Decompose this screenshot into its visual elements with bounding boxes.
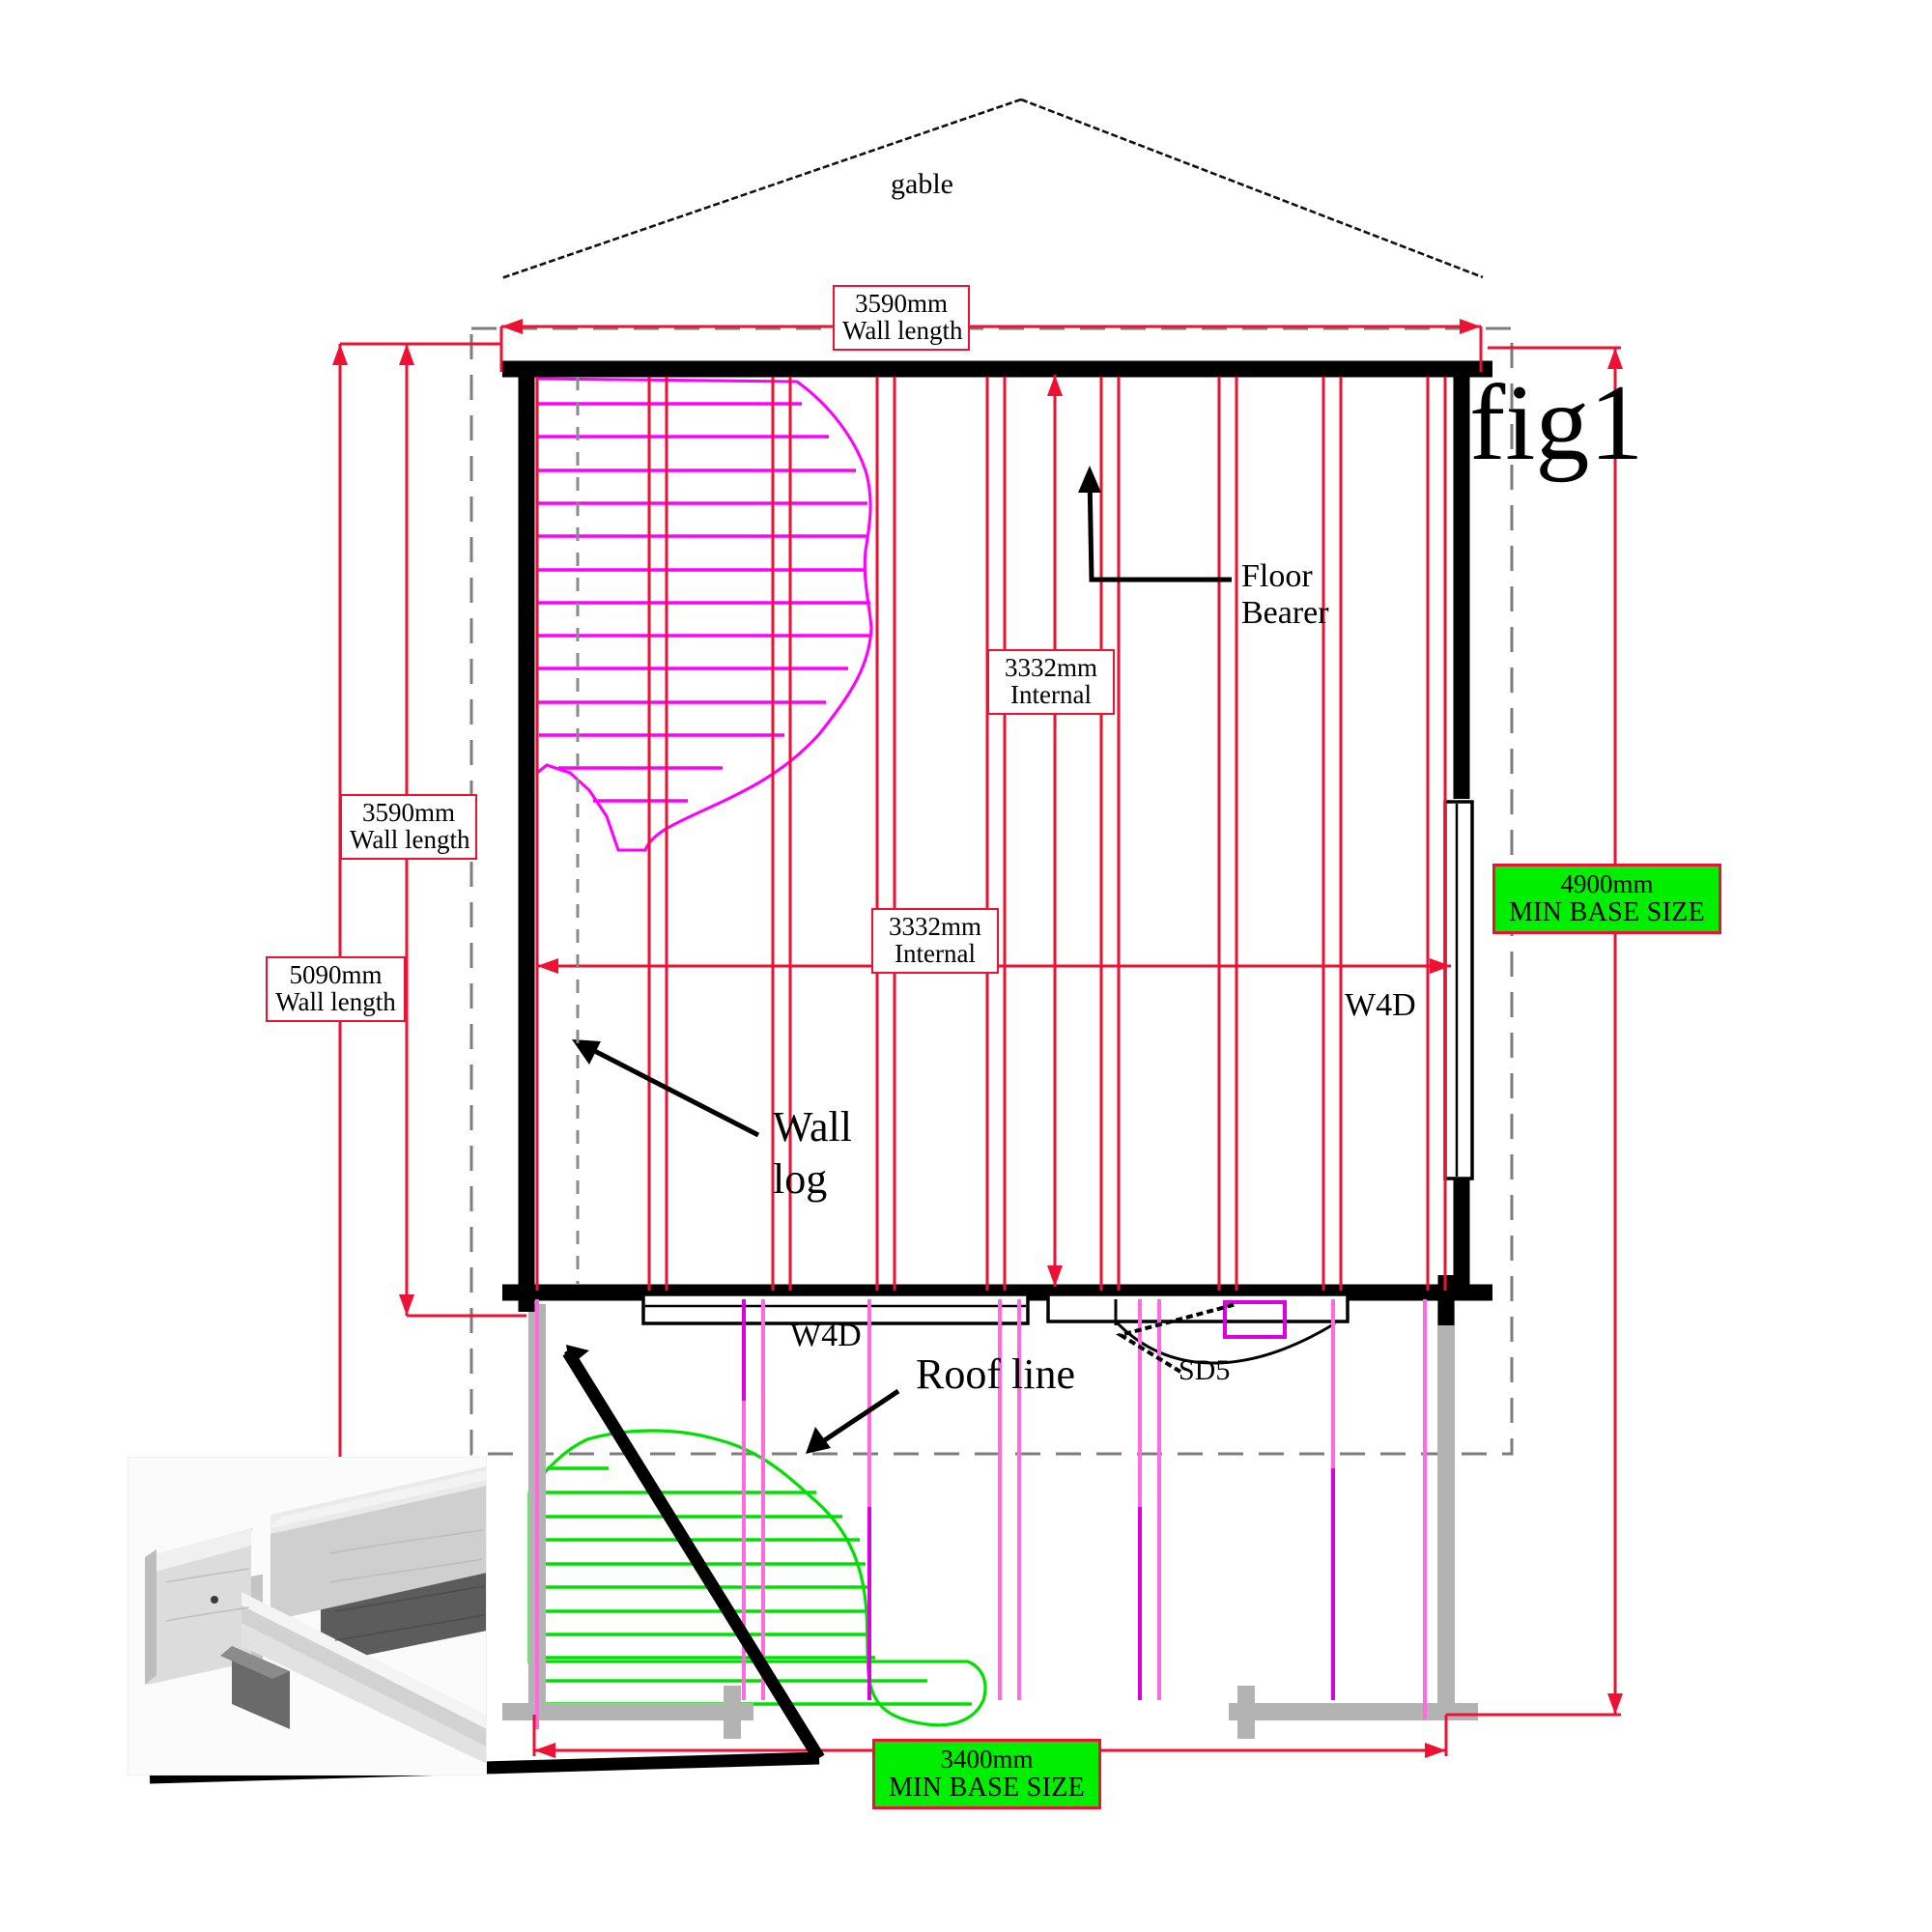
dimension-value: 3590mm: [854, 289, 948, 318]
leader-arrows: [572, 466, 1237, 1454]
window-w4d-right: [1443, 800, 1474, 1180]
corner-lap-joints: [502, 360, 1492, 1325]
figure-label: fig1: [1469, 363, 1644, 483]
gable-roof-lines: [500, 98, 1484, 280]
roof-section-arrow: [564, 1345, 589, 1375]
annotation-line-2: Bearer: [1241, 595, 1329, 632]
floor-bearer-lines: [535, 377, 1447, 1291]
dimension-internal-horizontal: 3332mm Internal: [871, 908, 999, 974]
green-hatch-region: [527, 1429, 987, 1727]
base-size-value: 4900mm: [1560, 869, 1654, 898]
dimension-internal-vertical: 3332mm Internal: [987, 649, 1115, 715]
annotation-line-1: Wall: [773, 1103, 852, 1151]
base-size-width: 3400mm MIN BASE SIZE: [872, 1739, 1101, 1810]
dimension-value: 5090mm: [289, 960, 383, 989]
dimension-left-wall-length: 3590mm Wall length: [340, 794, 477, 860]
dimension-value: 3332mm: [888, 912, 981, 941]
dimension-left-wall-length-2: 5090mm Wall length: [266, 956, 406, 1022]
timber-joint-photo: [128, 1457, 487, 1776]
annotation-line-2: log: [773, 1154, 828, 1203]
component-label: W4D: [790, 1318, 862, 1353]
dimension-caption: Wall length: [350, 825, 470, 855]
dimension-caption: Wall length: [275, 987, 396, 1017]
component-label: SD5: [1179, 1354, 1231, 1386]
base-size-value: 3400mm: [940, 1745, 1034, 1774]
base-size-depth: 4900mm MIN BASE SIZE: [1492, 864, 1721, 935]
dimension-caption: Internal: [895, 939, 976, 969]
dimension-caption: Wall length: [842, 316, 963, 346]
joist-extension-lines-dark: [742, 1299, 1335, 1700]
annotation-wall-log: Wall log: [773, 1101, 852, 1205]
label-window-w4d-right: W4D: [1345, 987, 1416, 1024]
dimension-top-wall-length: 3590mm Wall length: [833, 285, 970, 351]
dimension-value: 3332mm: [1004, 653, 1097, 682]
gable-label: gable: [891, 168, 953, 200]
timber-joint-photo-graphic: [128, 1457, 487, 1776]
dimension-caption: Internal: [1010, 680, 1092, 710]
label-door-sd5: SD5: [1179, 1354, 1230, 1387]
base-size-caption: MIN BASE SIZE: [888, 1772, 1086, 1803]
dimension-value: 3590mm: [361, 798, 455, 827]
wall-logs-outline: [502, 360, 1492, 1301]
window-w4d-bottom: [641, 1293, 1030, 1325]
component-label: W4D: [1345, 987, 1416, 1023]
annotation-roof-line: Roof line: [916, 1350, 1075, 1398]
annotation-floor-bearer: Floor Bearer: [1241, 558, 1329, 632]
annotation-line-1: Roof line: [916, 1350, 1075, 1398]
annotation-line-1: Floor: [1241, 558, 1313, 594]
magenta-hatch-region: [535, 377, 873, 852]
base-size-caption: MIN BASE SIZE: [1508, 896, 1706, 927]
label-window-w4d-bottom: W4D: [790, 1318, 862, 1354]
door-sd5-bottom: [1046, 1293, 1350, 1365]
